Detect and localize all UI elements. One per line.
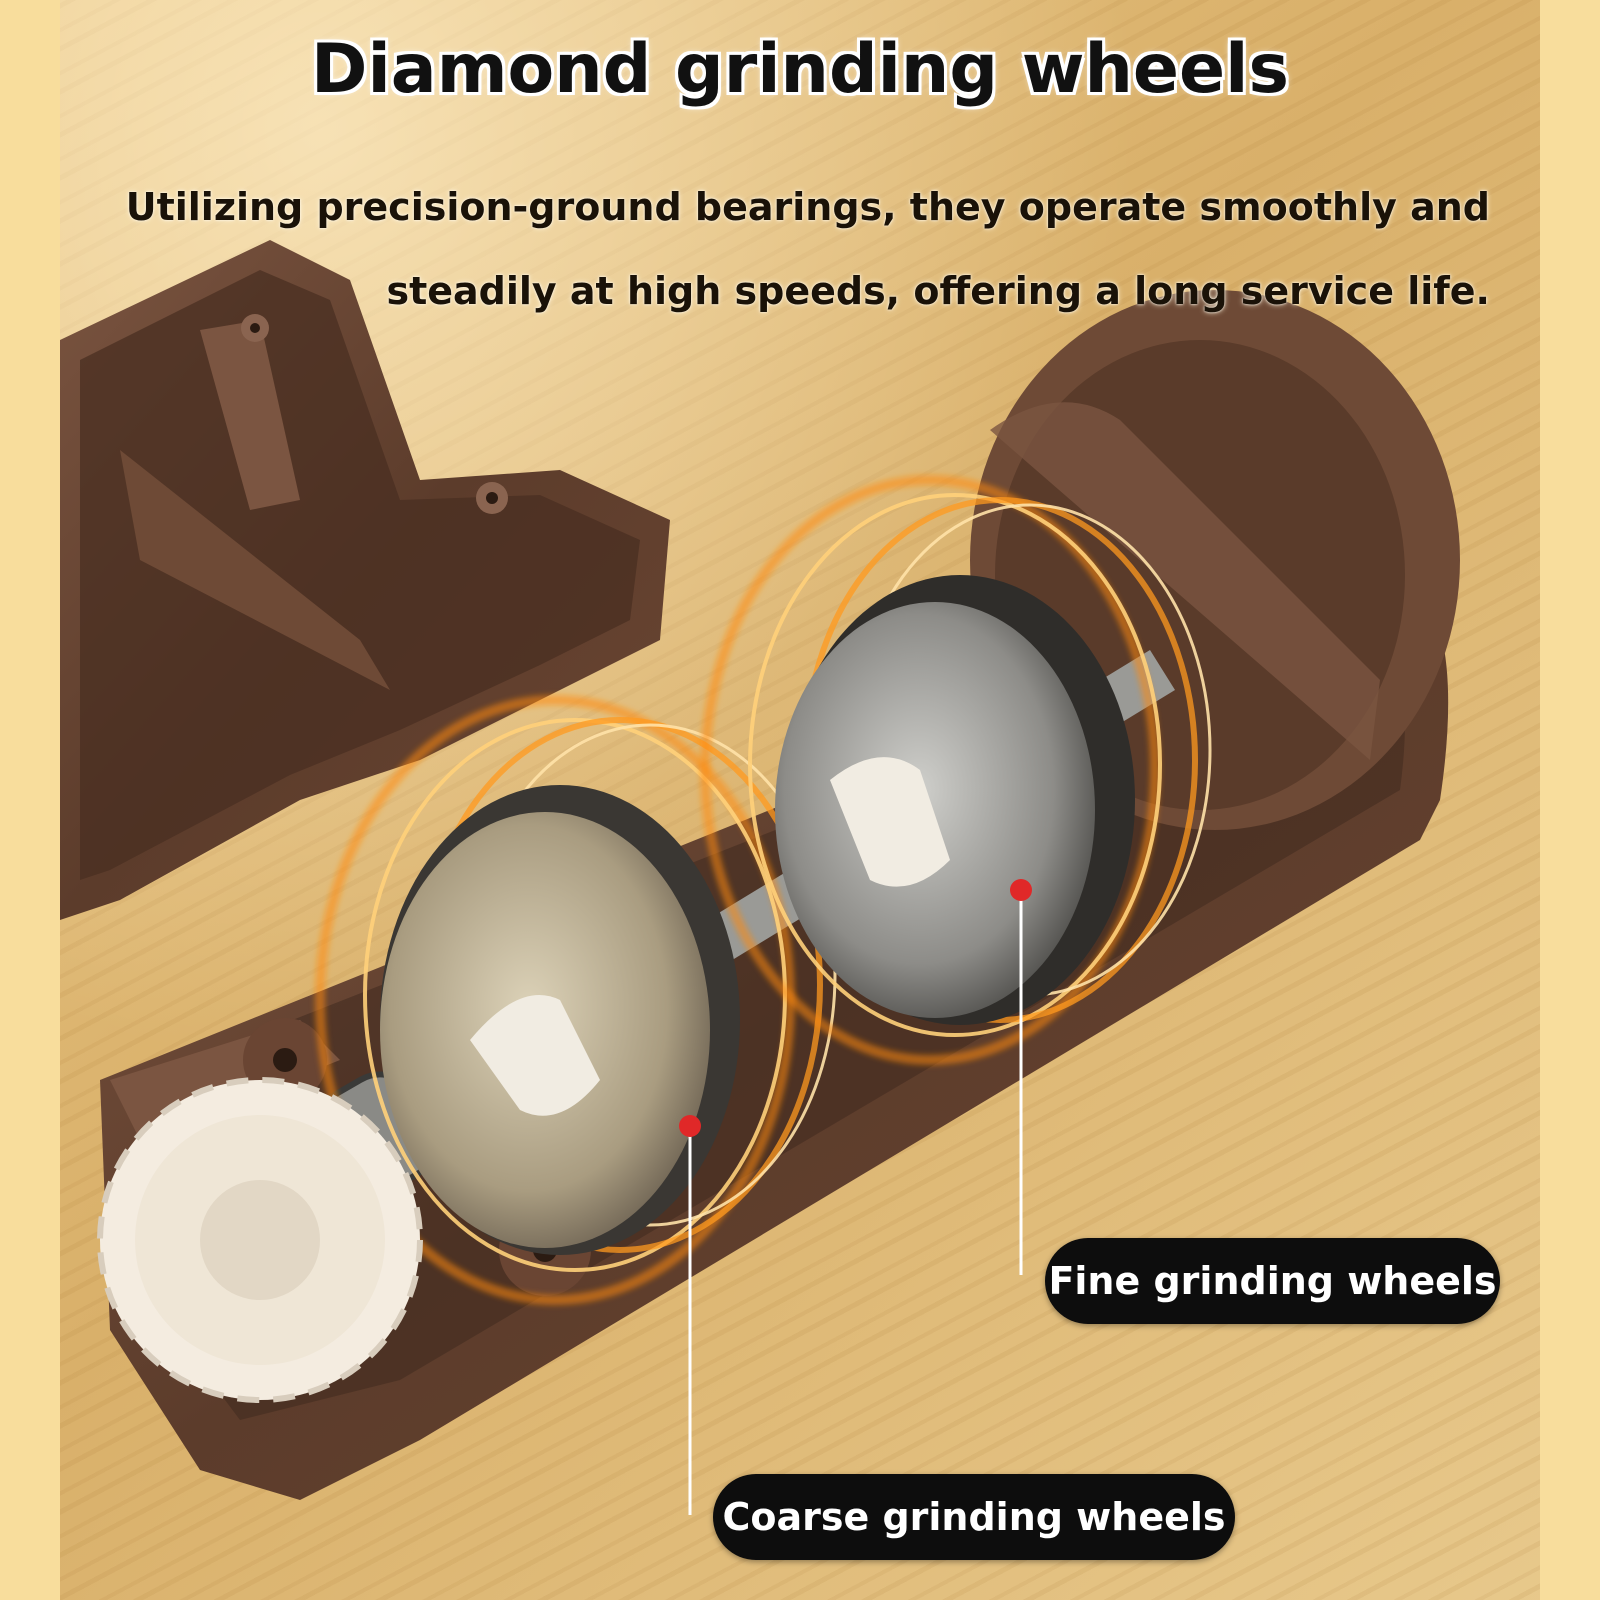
- headline: Diamond grinding wheels: [311, 30, 1289, 109]
- pointer-coarse: [679, 1115, 701, 1515]
- frame-left: [0, 0, 60, 1600]
- description: Utilizing precision-ground bearings, the…: [70, 165, 1490, 333]
- fine-grinding-wheel: [775, 575, 1135, 1025]
- frame-right: [1540, 0, 1600, 1600]
- gear-icon: [97, 1077, 423, 1403]
- coarse-grinding-wheel: [380, 785, 740, 1255]
- description-line-1: Utilizing precision-ground bearings, the…: [125, 185, 1490, 229]
- housing-cover: [60, 240, 670, 920]
- description-line-2: steadily at high speeds, offering a long…: [386, 269, 1490, 313]
- label-coarse-grinding-wheels: Coarse grinding wheels: [713, 1474, 1235, 1560]
- label-fine-grinding-wheels: Fine grinding wheels: [1045, 1238, 1500, 1324]
- pointer-fine: [1010, 879, 1032, 1275]
